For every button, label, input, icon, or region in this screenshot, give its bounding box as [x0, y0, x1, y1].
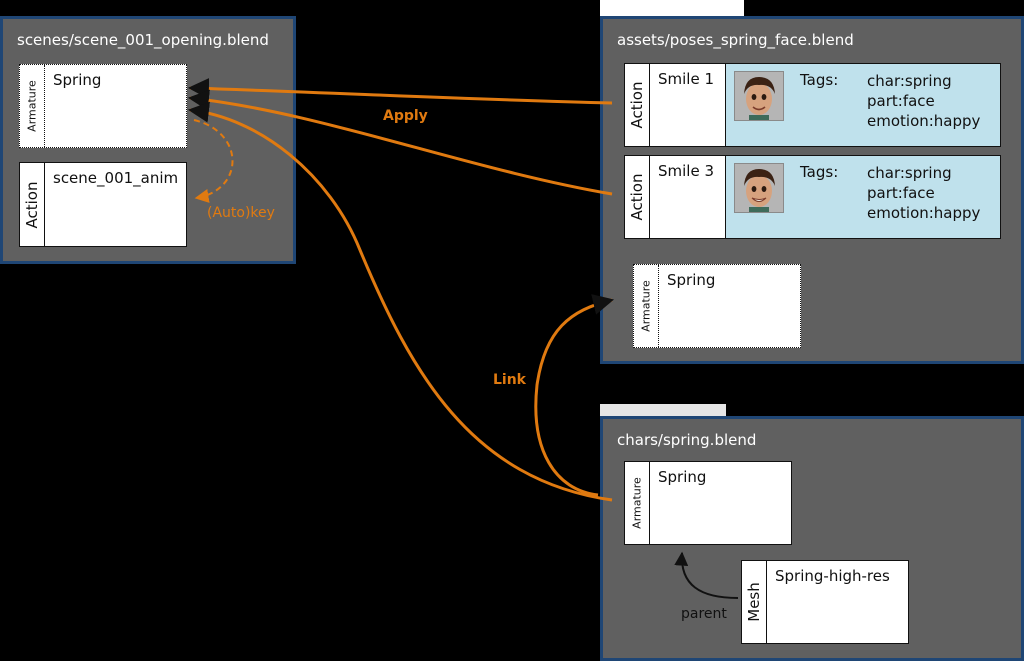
parent-arrow	[674, 551, 739, 599]
apply-arrow-smile-1	[187, 78, 613, 105]
asset-action-smile-1[interactable]: Action Smile 1 Tags: char:spring part:fa…	[624, 63, 1001, 147]
char-armature-name: Spring	[658, 468, 707, 486]
char-mesh-name: Spring-high-res	[775, 567, 890, 585]
apply-label: Apply	[383, 108, 428, 124]
action-name: Smile 3	[650, 156, 726, 238]
tag: char:spring	[867, 164, 952, 182]
apply-arrow-smile-3	[187, 89, 613, 196]
scene-action-name: scene_001_anim	[53, 169, 179, 187]
character-thumbnail-icon	[734, 163, 784, 213]
char-file-tab	[600, 404, 726, 416]
tag: part:face	[867, 184, 935, 202]
char-file-panel: chars/spring.blend Armature Spring Mesh …	[600, 416, 1024, 661]
scene-file-panel: scenes/scene_001_opening.blend Armature …	[0, 16, 296, 264]
tag: part:face	[867, 92, 935, 110]
char-armature-card[interactable]: Armature Spring	[624, 461, 792, 545]
asset-file-title: assets/poses_spring_face.blend	[617, 31, 854, 49]
tag: emotion:happy	[867, 204, 981, 222]
asset-file-panel: assets/poses_spring_face.blend Action Sm…	[600, 16, 1024, 364]
asset-action-smile-3[interactable]: Action Smile 3 Tags: char:spring part:fa…	[624, 155, 1001, 239]
parent-label: parent	[681, 606, 727, 622]
link-arrow-scene	[187, 101, 613, 502]
character-thumbnail-icon	[734, 71, 784, 121]
asset-armature-name: Spring	[667, 271, 716, 289]
link-arrow-asset	[534, 294, 615, 497]
char-mesh-card[interactable]: Mesh Spring-high-res	[741, 560, 909, 644]
char-file-title: chars/spring.blend	[617, 431, 757, 449]
tag-list: char:spring part:face emotion:happy	[867, 163, 980, 223]
tag-list: char:spring part:face emotion:happy	[867, 71, 980, 131]
scene-action-card[interactable]: Action scene_001_anim	[19, 162, 187, 247]
action-name: Smile 1	[650, 64, 726, 146]
scene-armature-card[interactable]: Armature Spring	[19, 64, 187, 148]
asset-file-tab	[600, 0, 744, 16]
link-label: Link	[493, 372, 526, 388]
tags-label: Tags:	[800, 163, 839, 181]
tag: char:spring	[867, 72, 952, 90]
tag: emotion:happy	[867, 112, 981, 130]
scene-file-title: scenes/scene_001_opening.blend	[17, 31, 269, 49]
tags-label: Tags:	[800, 71, 839, 89]
autokey-label: (Auto)key	[207, 205, 275, 221]
autokey-arrow	[193, 119, 234, 203]
scene-armature-name: Spring	[53, 71, 102, 89]
asset-armature-card[interactable]: Armature Spring	[633, 264, 801, 348]
